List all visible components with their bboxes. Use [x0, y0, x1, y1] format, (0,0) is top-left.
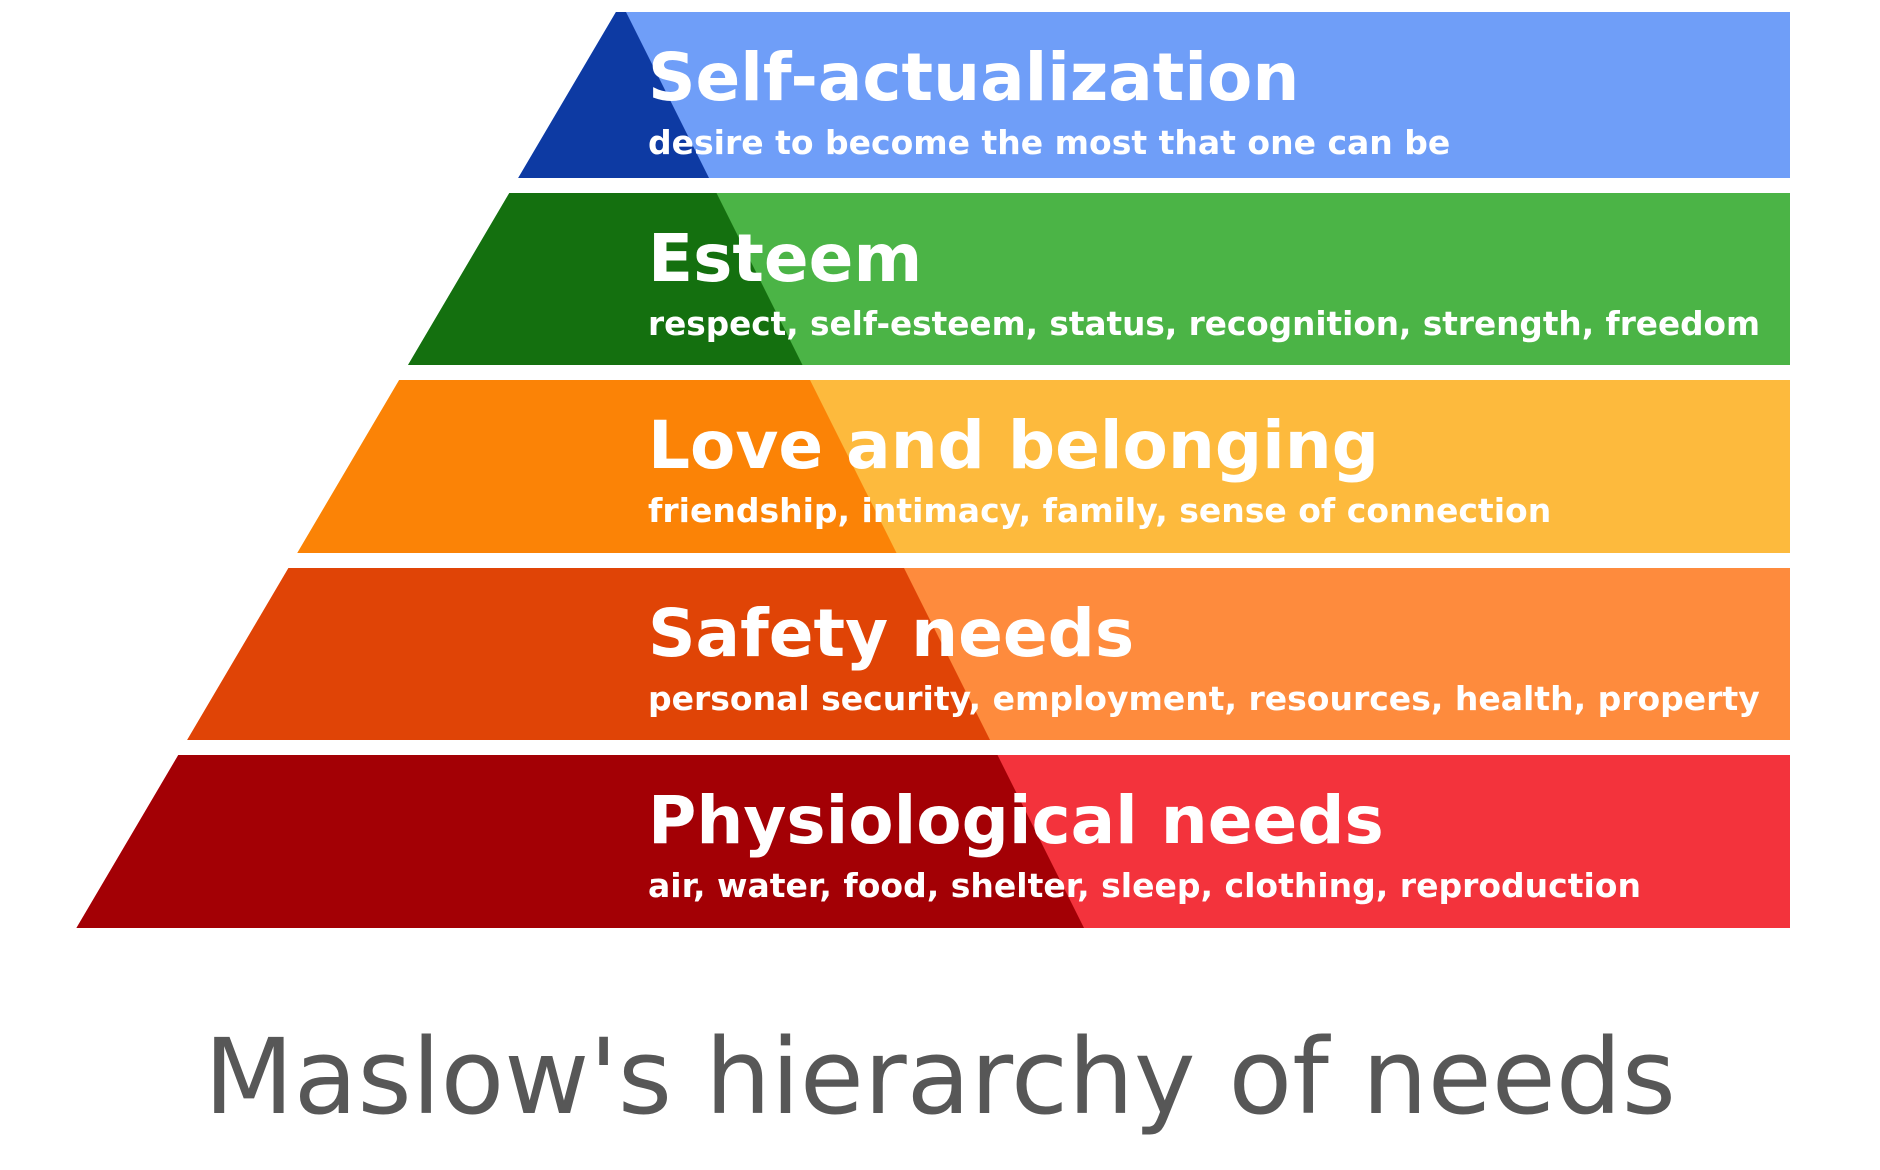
tier-title: Safety needs [648, 595, 1134, 672]
tier-shade-safety-needs [187, 568, 990, 740]
tier-title: Love and belonging [648, 407, 1379, 484]
tier-shade-love-and-belonging [297, 380, 897, 553]
tier-description: desire to become the most that one can b… [648, 123, 1450, 162]
tier-description: personal security, employment, resources… [648, 679, 1760, 718]
tier-description: friendship, intimacy, family, sense of c… [648, 491, 1551, 530]
tier-title: Physiological needs [648, 782, 1384, 859]
tier-physiological-needs: Physiological needs air, water, food, she… [76, 755, 1791, 928]
tier-band-self-actualization [518, 12, 1791, 178]
tier-title: Esteem [648, 220, 922, 297]
tier-self-actualization: Self-actualization desire to become the m… [518, 12, 1791, 178]
tier-shade-self-actualization [518, 12, 709, 178]
diagram-caption: Maslow's hierarchy of needs [204, 1016, 1676, 1138]
tier-love-and-belonging: Love and belonging friendship, intimacy, … [297, 380, 1791, 553]
tier-description: respect, self-esteem, status, recognitio… [648, 304, 1760, 343]
tier-shade-physiological-needs [76, 755, 1084, 928]
tier-title: Self-actualization [648, 39, 1299, 116]
tier-shade-esteem [408, 193, 803, 365]
tier-description: air, water, food, shelter, sleep, clothi… [648, 866, 1641, 905]
tier-esteem: Esteem respect, self-esteem, status, reco… [408, 193, 1790, 365]
pyramid-tiers: Self-actualization desire to become the m… [76, 12, 1791, 928]
tier-safety-needs: Safety needs personal security, employmen… [187, 568, 1790, 740]
